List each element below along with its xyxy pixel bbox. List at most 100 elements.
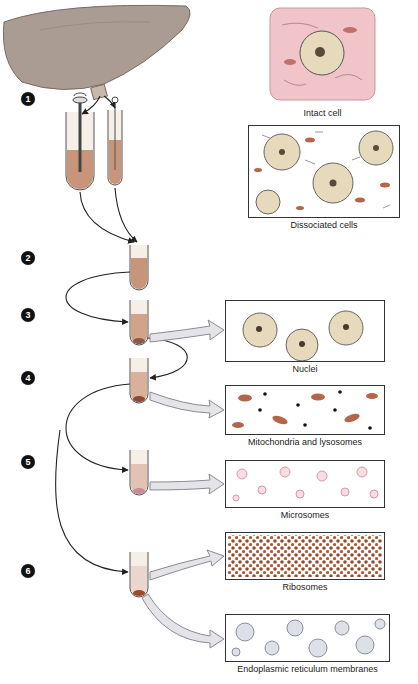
panel-label: Mitochondria and lysosomes: [206, 437, 404, 447]
transfer-lines-part: [82, 96, 100, 114]
microsomes-drawing-part: [258, 486, 266, 494]
centrifuge-tubes-part: [130, 450, 148, 495]
centrifuge-tubes-part: [133, 488, 145, 494]
microsomes-drawing-part: [317, 471, 327, 481]
dissociated-cells-drawing-part-part: [305, 138, 315, 143]
homogenizer-part: [73, 97, 87, 103]
dissociated-cells-drawing-part: [262, 132, 390, 208]
dissociated-cells-drawing-part-part: [256, 190, 280, 214]
ribosomes-drawing: [228, 535, 382, 577]
er-membranes-drawing-part: [335, 621, 349, 635]
nuclei-panel: Nuclei: [225, 300, 385, 362]
mitochondria-drawing-part-part: [338, 390, 342, 394]
mitochondria-drawing: [232, 390, 378, 430]
er-membranes-drawing-part: [309, 639, 327, 657]
intact-cell-panel: Intact cell: [265, 5, 380, 105]
microsomes-drawing-part: [296, 490, 304, 498]
dissociated-cells-drawing-part-part: [380, 183, 390, 188]
intact-cell-drawing-part: [282, 23, 362, 85]
mitochondria-drawing-part: [258, 390, 372, 430]
centrifuge-tubes-part: [133, 590, 145, 596]
liver-part: [3, 5, 190, 89]
mitochondria-drawing-part-part: [271, 414, 288, 426]
ribosomes-drawing-part: [228, 535, 382, 577]
er-membranes-drawing-part: [236, 623, 254, 641]
panel-label: Ribosomes: [206, 582, 404, 592]
mitochondria-drawing-part-part: [296, 403, 300, 407]
dissociated-cells-drawing-part-part: [359, 131, 393, 165]
intact-cell-drawing: [270, 8, 375, 100]
mitochondria-drawing-part-part: [303, 423, 307, 427]
dissociated-cells-drawing-part-part: [330, 180, 337, 187]
nuclei-drawing-part-part: [286, 329, 318, 361]
panel-label: Endoplasmic reticulum membranes: [206, 664, 409, 674]
step-number: 2: [21, 251, 35, 265]
er-membranes-drawing: [232, 619, 385, 657]
homogenizer-part: [79, 100, 82, 172]
fraction-arrows: [142, 320, 224, 648]
nuclei-drawing: [243, 311, 363, 361]
centrifuge-tubes-part: [131, 566, 147, 596]
step-number: 4: [21, 371, 35, 385]
er-membranes-drawing-part: [356, 636, 374, 654]
centrifuge-tubes-part: [133, 396, 145, 402]
nuclei-drawing-part-part: [343, 324, 349, 330]
centrifuge-tubes-part: [130, 358, 148, 403]
dissociated-cells-drawing-part-part: [373, 145, 379, 151]
microsomes-drawing-part: [357, 467, 367, 477]
fraction-arrows-part: [150, 550, 224, 580]
mitochondria-drawing-part-part: [238, 395, 252, 402]
er-membranes-drawing-part: [375, 619, 385, 629]
panel-label: Intact cell: [245, 108, 400, 118]
dissociated-cells-panel: Dissociated cells: [248, 125, 400, 218]
panel-label: Dissociated cells: [229, 220, 418, 230]
dissociated-cells-drawing-part-part: [296, 206, 304, 210]
dissociated-cells-drawing-part-part: [355, 198, 365, 203]
intact-cell-drawing-part: [300, 31, 344, 75]
fraction-arrows-part: [142, 594, 224, 648]
microsomes-panel: Microsomes: [225, 460, 385, 508]
mitochondria-drawing-part-part: [311, 394, 325, 401]
mitochondria-drawing-part-part: [343, 412, 360, 424]
centrifuge-tubes-part: [131, 314, 147, 344]
microsomes-drawing-part: [233, 495, 239, 501]
mitochondria-drawing-part: [232, 393, 378, 428]
dissociated-cells-drawing-part: [256, 131, 393, 214]
step-number: 5: [21, 455, 35, 469]
mitochondria-drawing-part-part: [232, 422, 244, 428]
centrifuge-tubes-part: [130, 245, 148, 290]
transfer-lines-part: [148, 338, 187, 378]
mitochondria-drawing-part-part: [333, 408, 337, 412]
step-number: 3: [21, 308, 35, 322]
centrifuge-tubes-part: [131, 258, 147, 289]
nuclei-drawing-part: [243, 311, 363, 361]
liver: [3, 5, 190, 99]
microsomes-drawing-part: [370, 490, 378, 498]
dissociated-cells-drawing-part: [279, 145, 379, 187]
transfer-lines-part: [80, 192, 134, 242]
fraction-arrows-part: [150, 474, 224, 494]
panel-label: Microsomes: [206, 510, 404, 520]
centrifuge-tubes-part: [133, 338, 145, 344]
dissociated-cells-drawing-part: [254, 138, 390, 211]
er-membranes-drawing-part: [232, 648, 240, 656]
homogenizer-part: [112, 97, 118, 103]
homogenizer-part: [74, 93, 86, 96]
mitochondria-drawing-part-part: [258, 408, 262, 412]
nuclei-drawing-part-part: [256, 326, 262, 332]
transfer-lines-part: [115, 188, 137, 242]
mitochondria-drawing-part-part: [366, 393, 378, 399]
centrifuge-tubes: [130, 245, 148, 597]
step-number: 6: [21, 564, 35, 578]
transfer-lines-part: [66, 384, 130, 470]
dissociated-cells-drawing-part-part: [313, 163, 353, 203]
er-membranes-drawing-part: [265, 641, 279, 655]
nuclei-drawing-part: [256, 324, 349, 347]
mitochondria-drawing-part-part: [263, 392, 267, 396]
microsomes-drawing: [233, 467, 378, 501]
centrifuge-tubes-part: [130, 552, 148, 597]
transfer-lines-part: [104, 96, 115, 108]
panel-label: Nuclei: [206, 364, 404, 374]
fraction-arrows-part: [150, 392, 224, 418]
